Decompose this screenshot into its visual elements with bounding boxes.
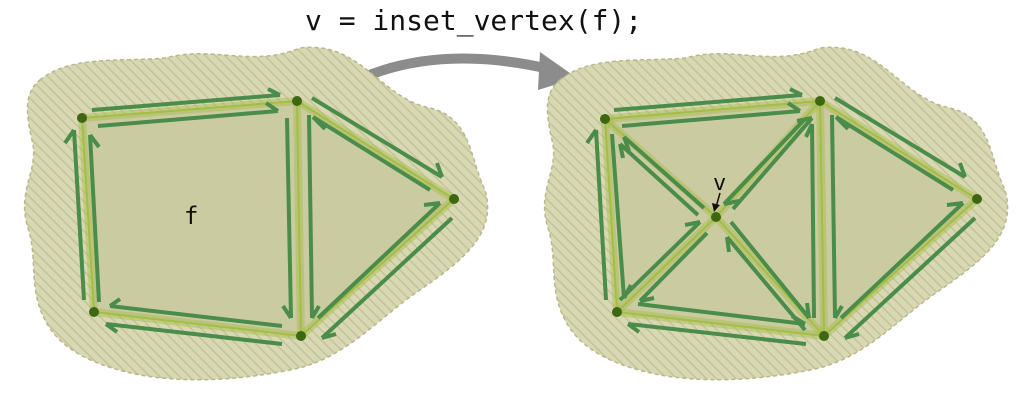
halfedge	[725, 235, 807, 332]
halfedge	[88, 133, 101, 303]
face-right-inner	[716, 101, 824, 336]
vertex	[612, 307, 622, 317]
halfedge	[839, 201, 965, 320]
halfedge	[834, 115, 955, 192]
halfedge	[310, 96, 444, 179]
new-vertex-v	[711, 212, 721, 222]
edge-core	[819, 100, 825, 337]
halfedges	[585, 87, 977, 346]
halfedge	[638, 231, 709, 303]
halfedge	[830, 114, 844, 320]
halfedge	[722, 118, 806, 206]
face-label: f	[184, 202, 198, 230]
halfedge	[104, 322, 283, 346]
halfedge	[307, 114, 321, 320]
face-left	[605, 119, 716, 312]
halfedge	[618, 220, 702, 302]
edge-core	[604, 100, 821, 120]
vertex	[600, 114, 610, 124]
edge-core	[616, 311, 825, 337]
halfedges	[63, 87, 454, 346]
halfedge	[621, 101, 802, 128]
operation-title: v = inset_vertex(f);	[305, 4, 642, 38]
edge-core	[81, 117, 95, 313]
halfedge	[316, 201, 442, 320]
edge-core	[819, 100, 978, 200]
halfedge	[91, 87, 281, 112]
face-top	[605, 101, 820, 217]
vertex	[972, 194, 982, 204]
mesh-after: v	[543, 46, 1009, 381]
vertex	[77, 113, 87, 123]
edge-core	[81, 100, 298, 119]
vertices	[600, 96, 982, 341]
halfedge	[804, 123, 816, 319]
halfedge	[613, 87, 803, 112]
halfedge	[622, 135, 706, 210]
edge-core	[616, 216, 717, 313]
vertex	[89, 307, 99, 317]
halfedge	[585, 128, 608, 301]
halfedge	[833, 96, 967, 179]
halfedge	[281, 117, 293, 320]
curved-arrow-shaft	[357, 53, 550, 83]
vertex-label: v	[713, 171, 726, 196]
edge-core	[604, 118, 618, 313]
mesh-before: f	[23, 46, 489, 381]
pointer-arrow-head	[712, 203, 720, 212]
edge-core	[823, 198, 978, 337]
vertices	[77, 96, 459, 341]
halfedge	[97, 101, 280, 128]
halfedge	[108, 297, 283, 328]
halfedge	[729, 220, 811, 320]
vertex	[819, 331, 829, 341]
vertex	[296, 331, 306, 341]
vertex	[449, 194, 459, 204]
halfedge	[618, 142, 700, 217]
halfedge	[637, 302, 807, 326]
halfedge	[626, 322, 807, 346]
edge-core	[300, 198, 455, 337]
edge-core	[296, 100, 455, 200]
mesh-edges-core	[81, 100, 455, 337]
face-triangle	[820, 101, 977, 336]
vertex	[815, 96, 825, 106]
halfedge	[320, 216, 454, 340]
halfedge	[731, 116, 814, 211]
face-f	[82, 101, 301, 336]
vertex	[292, 96, 302, 106]
halfedge	[311, 115, 432, 192]
halfedge	[610, 133, 633, 299]
halfedge	[843, 216, 977, 340]
pointer-arrow-icon	[712, 192, 721, 212]
curved-arrow-icon	[357, 52, 577, 90]
edge-core	[296, 100, 302, 337]
edge-core	[93, 311, 302, 337]
face-triangle	[297, 101, 454, 336]
halfedge	[63, 128, 86, 301]
